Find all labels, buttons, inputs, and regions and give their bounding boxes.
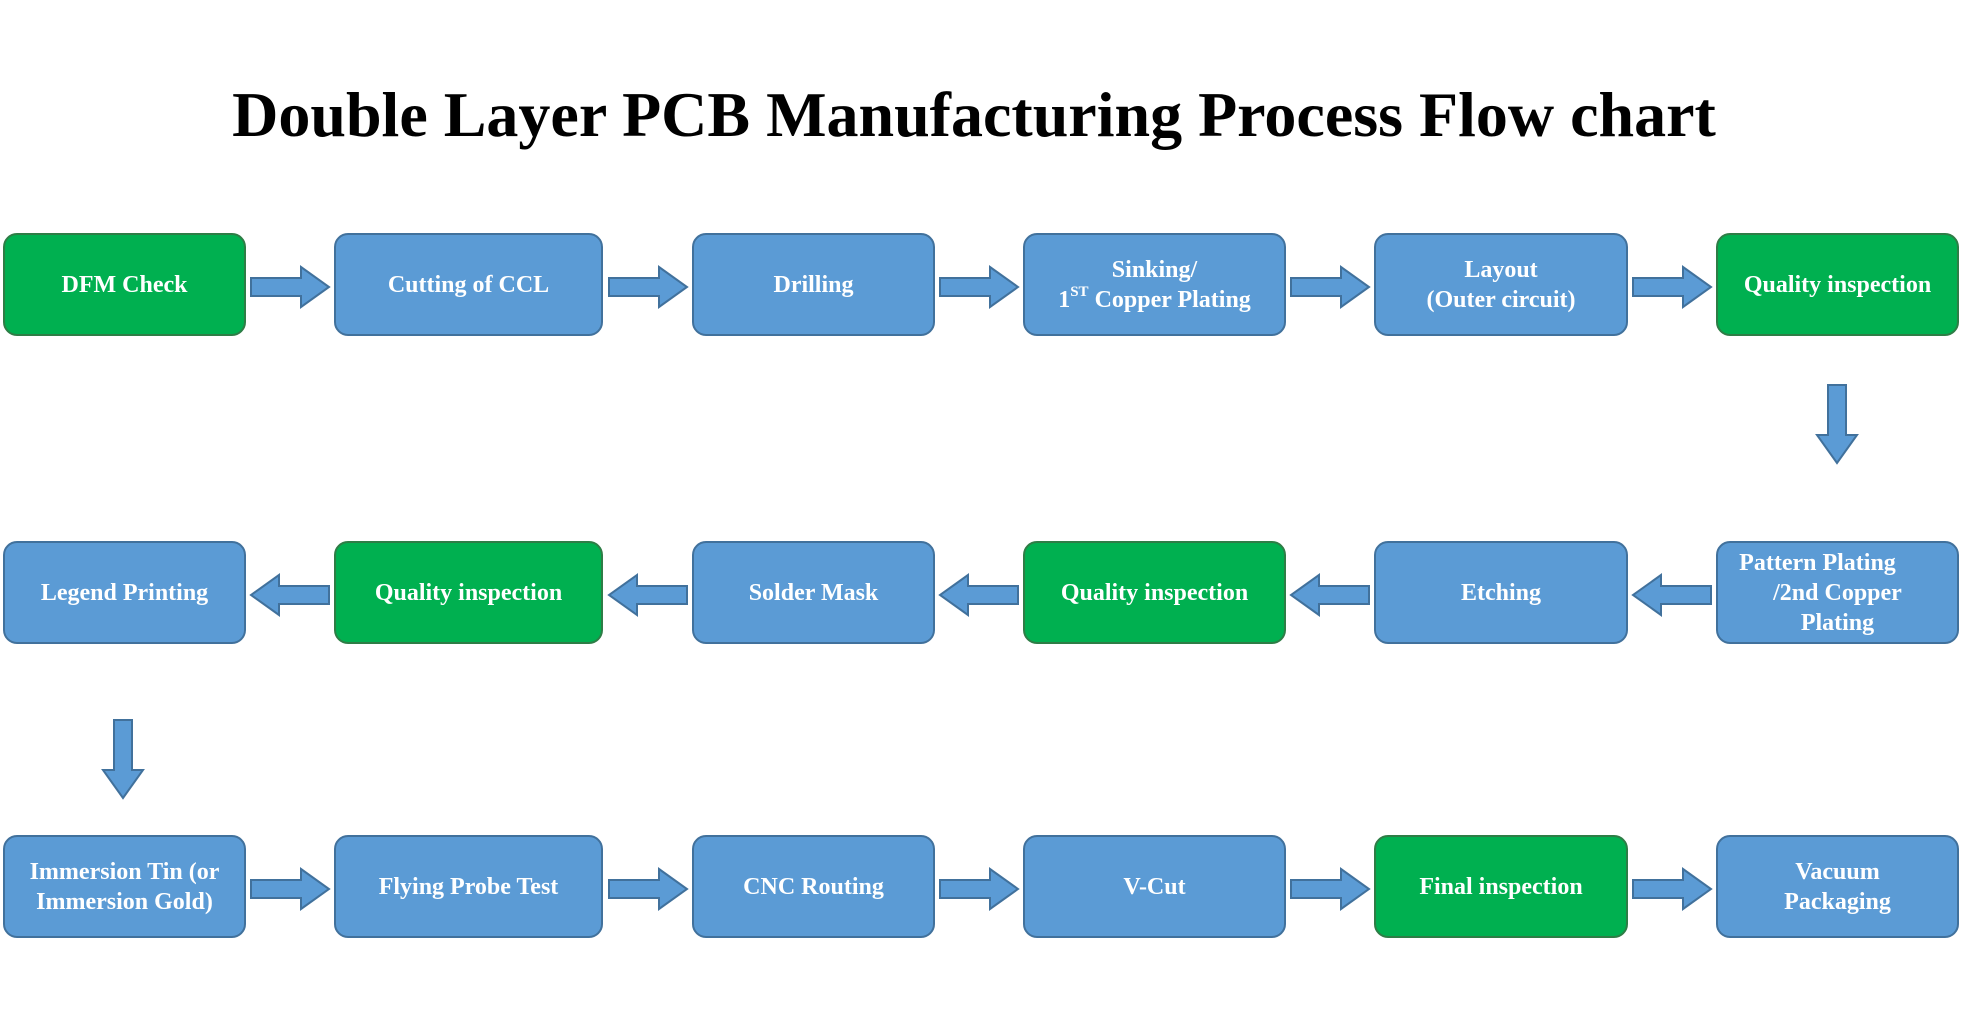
arrow-right-3 — [939, 266, 1019, 308]
node-label: Flying Probe Test — [378, 873, 559, 900]
node-label: Legend Printing — [40, 579, 209, 606]
arrow-right-5 — [1632, 266, 1712, 308]
arrow-right-10 — [1632, 868, 1712, 910]
node-quality-inspection-1: Quality inspection — [1716, 233, 1959, 336]
node-label-line3: Plating — [1800, 609, 1875, 636]
node-legend-printing: Legend Printing — [3, 541, 246, 644]
node-etching: Etching — [1374, 541, 1628, 644]
node-sinking-copper-plating: Sinking/ 1ST Copper Plating — [1023, 233, 1286, 336]
node-solder-mask: Solder Mask — [692, 541, 935, 644]
arrow-right-6 — [250, 868, 330, 910]
arrow-down-1 — [1816, 384, 1858, 464]
node-flying-probe-test: Flying Probe Test — [334, 835, 603, 938]
arrow-right-2 — [608, 266, 688, 308]
arrow-down-2 — [102, 719, 144, 799]
arrow-left-1 — [1632, 574, 1712, 616]
node-label: Etching — [1460, 579, 1541, 606]
node-label-line2: Packaging — [1784, 888, 1891, 915]
arrow-right-1 — [250, 266, 330, 308]
ordinal-suffix: ST — [1070, 283, 1089, 300]
node-label-line1: Sinking/ — [1111, 256, 1198, 283]
arrow-left-4 — [608, 574, 688, 616]
node-label: Drilling — [773, 271, 854, 298]
arrow-left-3 — [939, 574, 1019, 616]
arrow-left-2 — [1290, 574, 1370, 616]
node-label: Quality inspection — [1060, 579, 1249, 606]
label-rest: Copper Plating — [1088, 286, 1251, 313]
node-vacuum-packaging: Vacuum Packaging — [1716, 835, 1959, 938]
node-label-line2: Immersion Gold) — [36, 888, 213, 915]
node-label: Cutting of CCL — [387, 271, 550, 298]
arrow-right-4 — [1290, 266, 1370, 308]
arrow-right-9 — [1290, 868, 1370, 910]
arrow-right-8 — [939, 868, 1019, 910]
ordinal-number: 1 — [1058, 286, 1071, 313]
node-cnc-routing: CNC Routing — [692, 835, 935, 938]
node-label: Final inspection — [1419, 873, 1583, 900]
node-cutting-of-ccl: Cutting of CCL — [334, 233, 603, 336]
arrow-left-5 — [250, 574, 330, 616]
node-quality-inspection-3: Quality inspection — [334, 541, 603, 644]
chart-title: Double Layer PCB Manufacturing Process F… — [232, 79, 1716, 150]
node-immersion-tin: Immersion Tin (or Immersion Gold) — [3, 835, 246, 938]
node-label: V-Cut — [1123, 873, 1186, 900]
node-label-line1: Vacuum — [1795, 858, 1880, 885]
node-pattern-plating: Pattern Plating /2nd Copper Plating — [1716, 541, 1959, 644]
arrow-right-7 — [608, 868, 688, 910]
node-label-line2: (Outer circuit) — [1426, 286, 1576, 313]
node-v-cut: V-Cut — [1023, 835, 1286, 938]
node-label-line1: Pattern Plating — [1739, 549, 1896, 576]
node-dfm-check: DFM Check — [3, 233, 246, 336]
node-drilling: Drilling — [692, 233, 935, 336]
node-label: Solder Mask — [748, 579, 879, 606]
node-quality-inspection-2: Quality inspection — [1023, 541, 1286, 644]
node-layout-outer-circuit: Layout (Outer circuit) — [1374, 233, 1628, 336]
node-label: CNC Routing — [743, 873, 884, 900]
node-label-line1: Immersion Tin (or — [29, 858, 220, 885]
node-label: DFM Check — [61, 271, 188, 298]
node-label-line1: Layout — [1464, 256, 1538, 283]
node-label: Quality inspection — [374, 579, 563, 606]
node-label-line2: /2nd Copper — [1773, 579, 1902, 606]
node-label: Quality inspection — [1743, 271, 1932, 298]
node-label-line2: 1ST Copper Plating — [1058, 283, 1251, 315]
node-final-inspection: Final inspection — [1374, 835, 1628, 938]
